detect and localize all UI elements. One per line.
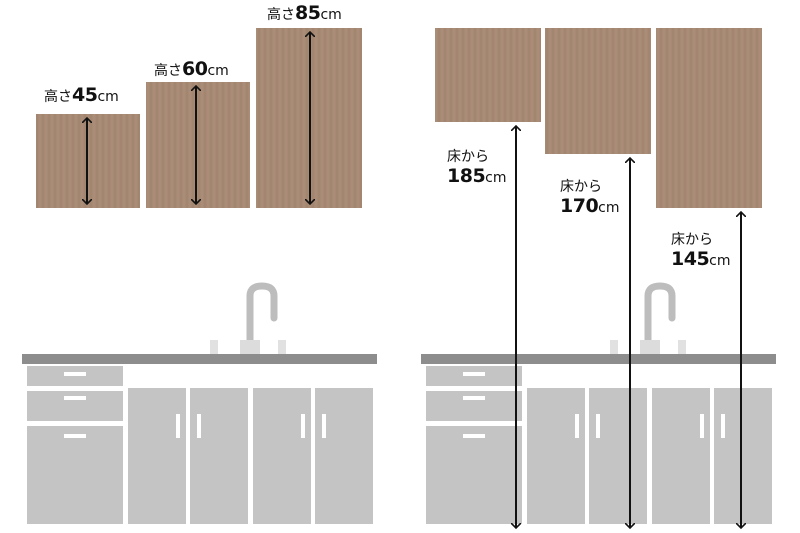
height-label-value: 60	[182, 58, 208, 80]
floor-label-170: 床から 170cm	[560, 180, 620, 216]
kitchen-left	[22, 282, 377, 524]
countertop-right	[421, 354, 776, 364]
height-label-value: 85	[295, 2, 321, 24]
countertop-left	[22, 354, 377, 364]
height-label-unit: cm	[320, 7, 342, 23]
floor-label-prefix: 床から	[560, 179, 602, 195]
height-label-prefix: 高さ	[44, 89, 72, 105]
wall-panel-170	[545, 28, 651, 154]
floor-label-value: 185	[447, 165, 486, 187]
wall-panel-60	[146, 82, 250, 208]
height-label-unit: cm	[207, 63, 229, 79]
height-label-85: 高さ85cm	[267, 4, 342, 23]
floor-label-value: 170	[560, 195, 599, 217]
floor-label-185: 床から 185cm	[447, 150, 507, 186]
height-label-prefix: 高さ	[267, 7, 295, 23]
height-label-value: 45	[72, 84, 98, 106]
height-label-60: 高さ60cm	[154, 60, 229, 79]
floor-label-value: 145	[671, 248, 710, 270]
floor-label-unit: cm	[598, 200, 620, 216]
wall-panel-145	[656, 28, 762, 208]
floor-label-prefix: 床から	[671, 232, 713, 248]
kitchen-right	[421, 282, 776, 524]
floor-label-unit: cm	[709, 253, 731, 269]
floor-label-145: 床から 145cm	[671, 233, 731, 269]
floor-label-unit: cm	[485, 170, 507, 186]
height-label-prefix: 高さ	[154, 63, 182, 79]
floor-label-prefix: 床から	[447, 149, 489, 165]
height-label-45: 高さ45cm	[44, 86, 119, 105]
height-label-unit: cm	[97, 89, 119, 105]
wall-panel-185	[435, 28, 541, 122]
